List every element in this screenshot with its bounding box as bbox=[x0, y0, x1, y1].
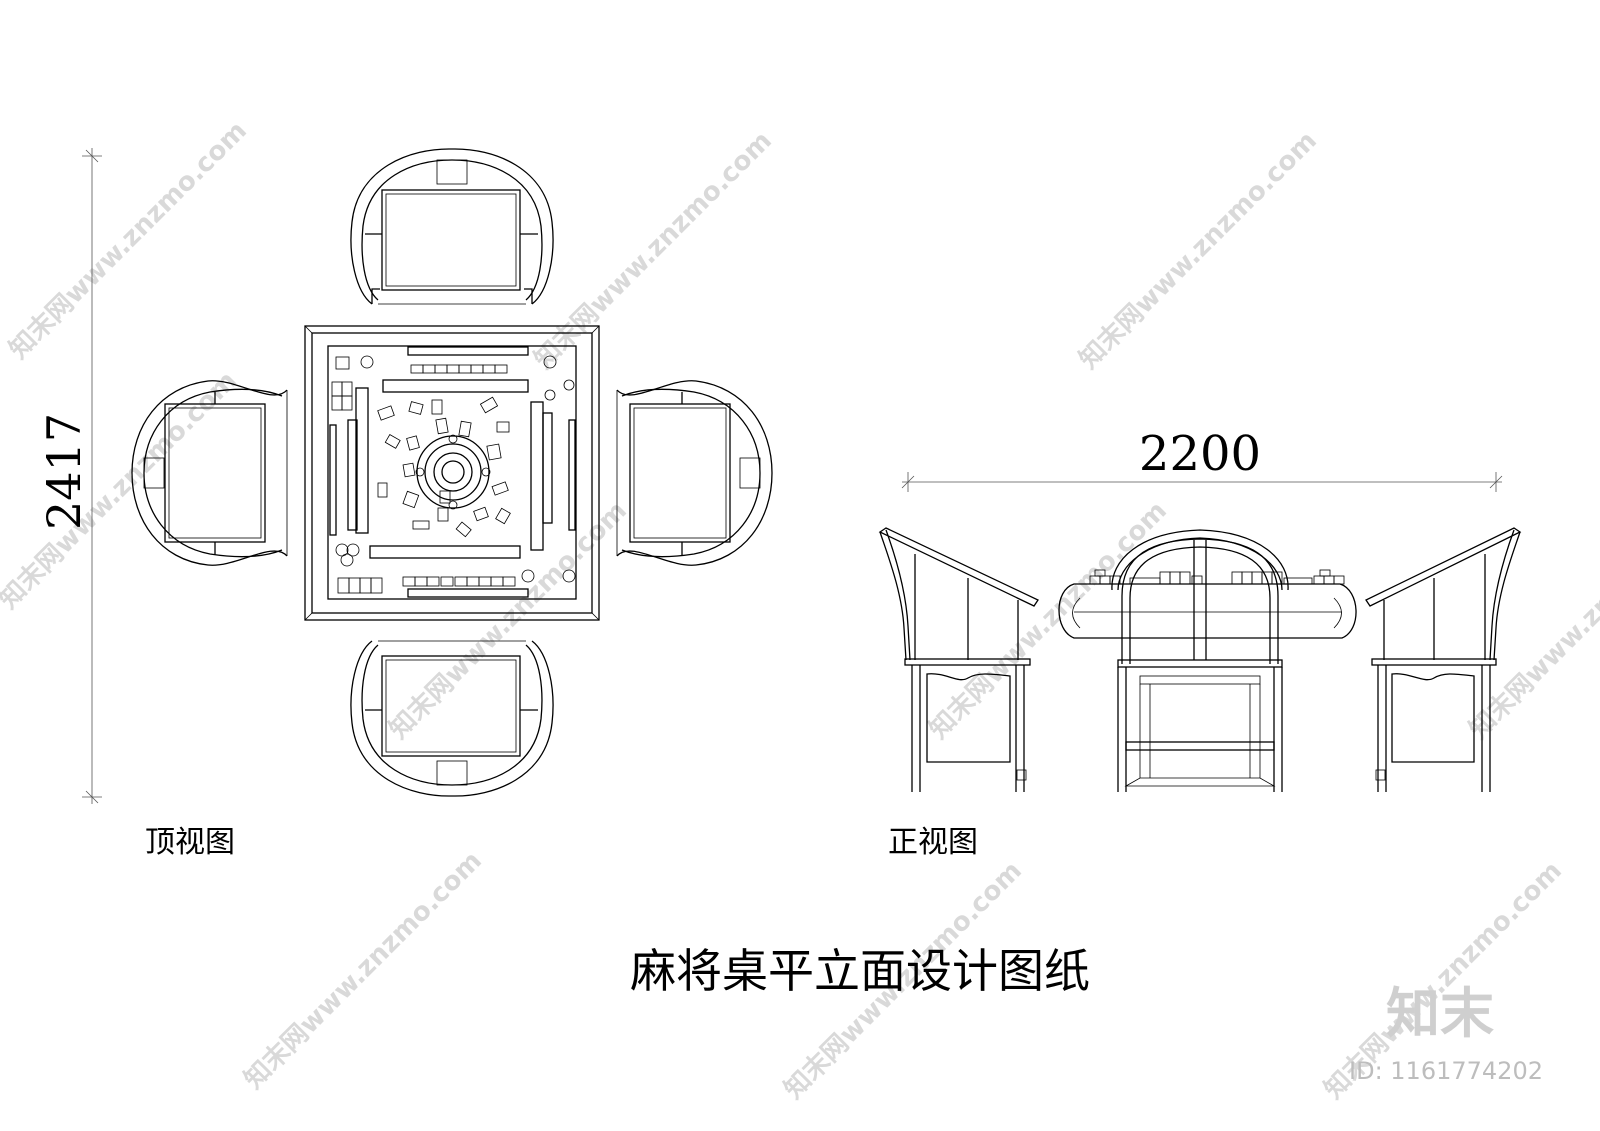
watermark-text: 知末网www.znzmo.com bbox=[1464, 496, 1600, 745]
chair-top-south bbox=[350, 640, 554, 797]
front-view: 正视图 bbox=[878, 527, 1522, 860]
top-view: 顶视图 bbox=[131, 148, 773, 860]
center-dice-dish bbox=[415, 434, 491, 510]
drawing-title: 麻将桌平立面设计图纸 bbox=[630, 944, 1090, 998]
chair-front-right bbox=[1365, 527, 1522, 792]
watermark-text: 知末网www.znzmo.com bbox=[1074, 126, 1323, 375]
watermark-text: 知末网www.znzmo.com bbox=[4, 116, 253, 365]
dimension-horizontal-label: 2200 bbox=[1139, 426, 1261, 482]
tiles-on-table bbox=[1089, 569, 1345, 585]
brand-logo: 知末 bbox=[1386, 982, 1494, 1045]
watermark-text: 知末网www.znzmo.com bbox=[924, 496, 1173, 745]
mahjong-table-top bbox=[304, 325, 600, 621]
chair-top-east bbox=[616, 380, 773, 566]
image-id: ID: 1161774202 bbox=[1349, 1057, 1543, 1085]
horizontal-dimension: 2200 bbox=[901, 426, 1503, 492]
chair-front-center bbox=[1111, 529, 1289, 792]
chair-top-west bbox=[131, 380, 288, 566]
top-view-label: 顶视图 bbox=[145, 825, 235, 860]
dimension-vertical-label: 2417 bbox=[37, 413, 91, 530]
scattered-tiles bbox=[377, 396, 511, 538]
chair-front-left bbox=[878, 527, 1039, 792]
watermark-text: 知末网www.znzmo.com bbox=[239, 846, 488, 1095]
logo-text: 知末 bbox=[1386, 982, 1494, 1045]
chair-top-north bbox=[350, 148, 554, 305]
tile-row bbox=[331, 356, 516, 594]
mahjong-table-front bbox=[1058, 569, 1357, 639]
watermark-text: 知末网www.znzmo.com bbox=[529, 126, 778, 375]
front-view-label: 正视图 bbox=[888, 825, 978, 860]
vertical-dimension: 2417 bbox=[37, 148, 102, 804]
